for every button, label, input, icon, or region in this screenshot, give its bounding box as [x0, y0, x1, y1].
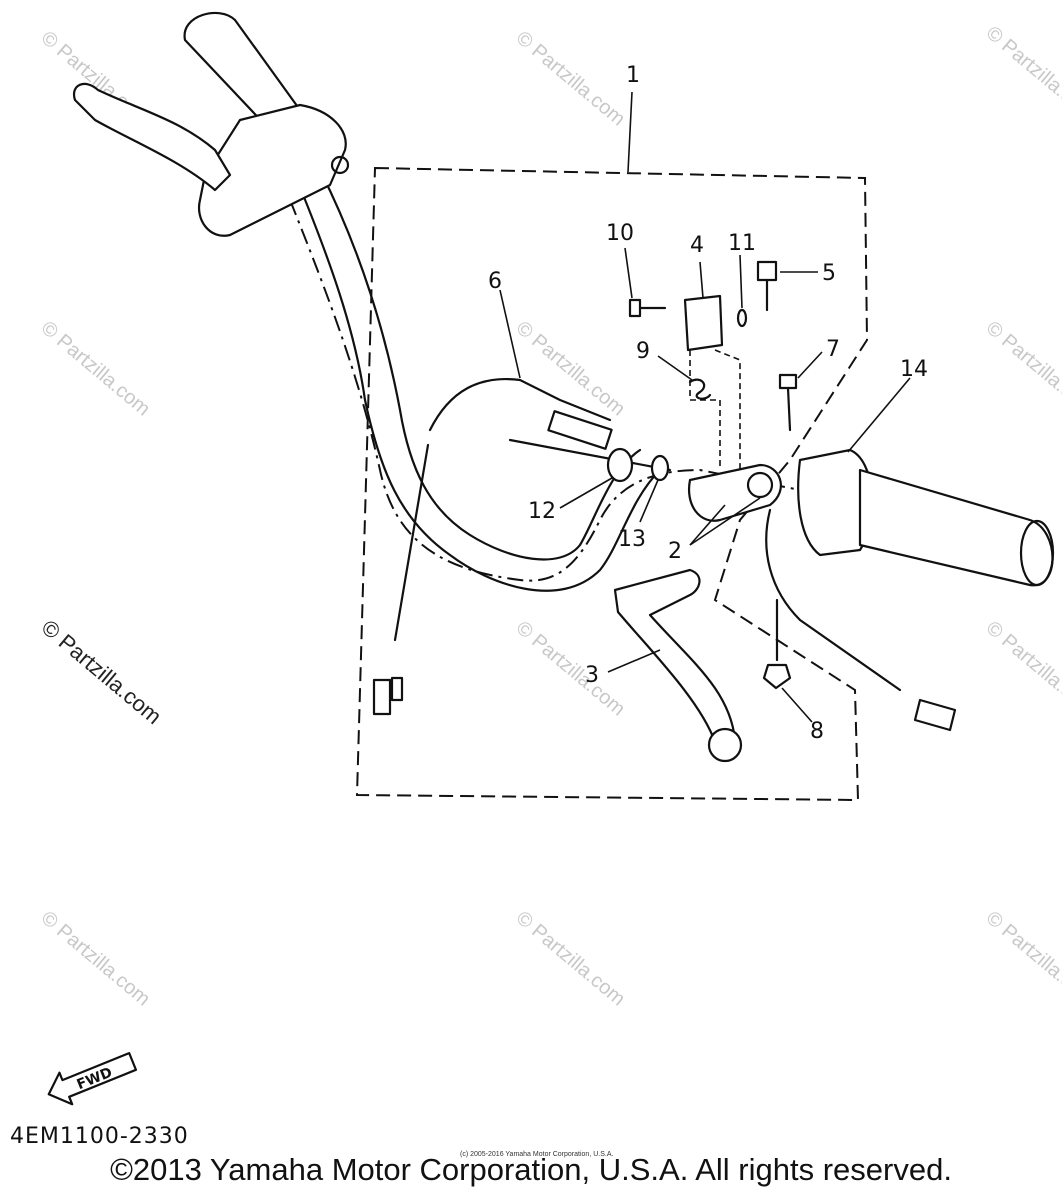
- watermark-8: © Partzilla.com: [982, 617, 1062, 720]
- part-6-connector: [372, 678, 392, 716]
- leader-2b: [689, 497, 761, 546]
- watermark-11: © Partzilla.com: [982, 907, 1062, 1010]
- watermark-dark: © Partzilla.com: [37, 615, 167, 729]
- leader-6: [499, 289, 521, 379]
- leader-10: [624, 247, 633, 299]
- handlebar-tube-inner: [318, 168, 642, 561]
- leader-13: [639, 479, 659, 523]
- leader-14: [847, 377, 911, 453]
- callout-6: 6: [488, 269, 502, 294]
- part-6-connector-2: [390, 676, 404, 702]
- left-lever: [72, 82, 232, 192]
- leader-11: [739, 254, 743, 309]
- leader-9: [657, 355, 693, 381]
- callout-4: 4: [690, 233, 704, 258]
- part-9-spring: [688, 378, 712, 400]
- right-switch-housing: [797, 448, 874, 557]
- leader-lines: [499, 91, 911, 723]
- callout-2: 2: [668, 539, 682, 564]
- leader-7: [797, 351, 823, 379]
- leader-1: [627, 91, 633, 173]
- callout-14: 14: [900, 357, 928, 382]
- part-12-cable: [508, 438, 672, 472]
- right-cable: [765, 508, 902, 692]
- part-6-cable-lower: [393, 443, 430, 642]
- part-12-adjuster: [606, 447, 634, 483]
- callout-7: 7: [826, 337, 840, 362]
- callout-9: 9: [636, 339, 650, 364]
- callout-8: 8: [810, 719, 824, 744]
- assembly-box: [355, 166, 869, 802]
- right-cable-end: [913, 698, 957, 732]
- callout-11: 11: [728, 231, 756, 256]
- part-4-dash-2: [714, 349, 741, 470]
- part-3-lever: [613, 568, 737, 744]
- right-grip-end: [1019, 519, 1055, 587]
- part-11-washer: [736, 308, 748, 328]
- diagram-code: 4EM1100-2330: [10, 1124, 189, 1149]
- left-switch-housing: [197, 103, 347, 237]
- part-7-screw: [778, 373, 798, 390]
- part-4-holder: [683, 294, 724, 352]
- callout-labels: 1 2 3 4 5 6 7 8 9 10 11 12 13 14: [488, 63, 928, 744]
- left-grip-assembly: [72, 11, 350, 237]
- fwd-arrow: FWD: [47, 1052, 138, 1106]
- right-grip-assembly: [797, 448, 1055, 587]
- fwd-arrow-shape: [47, 1052, 138, 1106]
- part-2-pivot: [746, 471, 774, 499]
- handlebar-tube: [293, 173, 662, 592]
- leader-4: [699, 261, 704, 299]
- part-5-bolt: [756, 260, 778, 282]
- callout-10: 10: [606, 221, 634, 246]
- leader-8: [781, 687, 813, 723]
- part-2-bracket: [687, 463, 782, 522]
- part-3-lever-ball: [707, 727, 743, 763]
- part-8-nut: [762, 663, 792, 690]
- watermark-3: © Partzilla.com: [982, 22, 1062, 125]
- part-6-adjuster: [547, 410, 613, 450]
- watermark-9: © Partzilla.com: [37, 907, 154, 1010]
- part-13-locknut: [650, 454, 670, 482]
- part-10-screw: [628, 298, 642, 318]
- handlebar-centerline: [289, 199, 801, 582]
- callout-5: 5: [822, 261, 836, 286]
- leader-2: [689, 504, 726, 546]
- left-pivot: [330, 155, 350, 175]
- watermark-4: © Partzilla.com: [37, 317, 154, 420]
- part-4-dash-1: [689, 350, 721, 470]
- leader-3: [607, 649, 661, 673]
- callout-12: 12: [528, 499, 556, 524]
- part-6-cable: [428, 378, 612, 432]
- callout-13: 13: [618, 527, 646, 552]
- watermark-2: © Partzilla.com: [512, 27, 629, 130]
- watermark-7: © Partzilla.com: [512, 617, 629, 720]
- small-copyright: (c) 2005-2016 Yamaha Motor Corporation, …: [460, 1151, 614, 1158]
- watermark-10: © Partzilla.com: [512, 907, 629, 1010]
- leader-12: [559, 477, 613, 509]
- callout-1: 1: [626, 63, 640, 88]
- part-7-shank: [786, 386, 792, 432]
- copyright-notice: ©2013 Yamaha Motor Corporation, U.S.A. A…: [110, 1152, 952, 1187]
- watermark-6: © Partzilla.com: [982, 317, 1062, 420]
- callout-3: 3: [585, 663, 599, 688]
